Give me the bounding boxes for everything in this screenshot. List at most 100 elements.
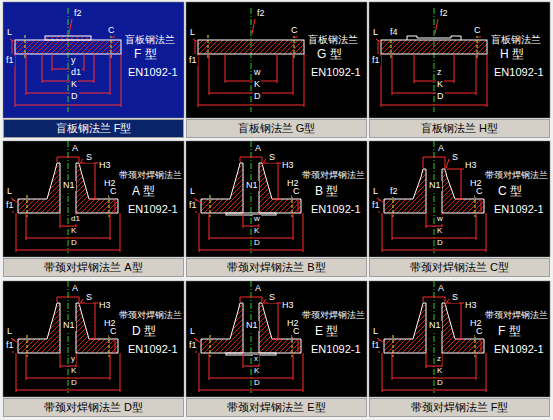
drawing-title: 盲板钢法兰 <box>124 34 176 45</box>
flange-drawing <box>186 141 367 257</box>
dimension-letter: N1 <box>62 321 76 331</box>
dimension-letter: K <box>70 367 77 376</box>
dimension-letter: w <box>253 68 262 78</box>
thumbnail-caption: 带颈对焊钢法兰 C型 <box>369 258 550 277</box>
dimension-letter: f2 <box>73 9 83 19</box>
drawing-title: E 型 <box>314 325 339 338</box>
caption-text: 带颈对焊钢法兰 B型 <box>227 261 325 273</box>
dimension-letter: A <box>437 144 445 154</box>
dimension-letter: H3 <box>464 161 478 171</box>
drawing-title: 盲板钢法兰 <box>490 34 542 45</box>
drawing-title: A 型 <box>131 185 156 198</box>
drawing-title: F 型 <box>497 325 522 338</box>
dimension-letter: w <box>253 215 261 224</box>
dimension-letter: w <box>436 215 444 224</box>
dimension-letter: D <box>70 239 78 248</box>
drawing-title: C 型 <box>497 185 523 198</box>
flange-drawing <box>3 2 184 118</box>
dimension-letter: f2 <box>256 9 266 19</box>
dimension-letter: y <box>70 56 77 66</box>
drawing-title: 带颈对焊钢法兰 <box>484 311 549 321</box>
caption-text: 带颈对焊钢法兰 A型 <box>44 261 142 273</box>
thumbnail-caption: 盲板钢法兰 G型 <box>186 119 367 138</box>
drawing-title: EN1092-1 <box>310 66 362 78</box>
dimension-letter: f1 <box>371 341 381 351</box>
dimension-letter: f1 <box>188 341 198 351</box>
dimension-letter: C <box>292 187 301 197</box>
dimension-letter: N1 <box>245 321 259 331</box>
dimension-letter: D <box>436 239 444 248</box>
dimension-letter: A <box>254 284 262 294</box>
dimension-letter: D <box>70 92 79 102</box>
dimension-letter: N1 <box>62 181 76 191</box>
dimension-letter: C <box>292 327 301 337</box>
dimension-letter: d1 <box>70 68 82 78</box>
flange-drawing <box>369 2 550 118</box>
drawing-title: EN1092-1 <box>310 203 362 215</box>
dimension-letter: K <box>70 227 77 236</box>
drawing-title: G 型 <box>316 48 343 61</box>
dimension-letter: L <box>372 28 379 38</box>
drawing-title: EN1092-1 <box>127 343 179 355</box>
dimension-letter: N1 <box>428 181 442 191</box>
drawing-title: D 型 <box>131 325 157 338</box>
flange-drawing <box>3 281 184 397</box>
dimension-letter: D <box>436 92 445 102</box>
thumbnail-caption: 盲板钢法兰 F型 <box>3 119 184 138</box>
dimension-letter: y <box>70 355 76 364</box>
dimension-letter: K <box>253 227 260 236</box>
dimension-letter: H3 <box>281 161 295 171</box>
thumbnail-caption: 带颈对焊钢法兰 D型 <box>3 398 184 417</box>
dimension-letter: K <box>253 80 261 90</box>
dimension-letter: K <box>70 80 78 90</box>
dimension-letter: K <box>436 367 443 376</box>
dimension-letter: S <box>85 293 93 303</box>
dimension-letter: A <box>437 284 445 294</box>
caption-text: 盲板钢法兰 F型 <box>56 122 132 134</box>
dimension-letter: L <box>6 28 13 38</box>
dimension-letter: H3 <box>281 301 295 311</box>
dimension-letter: f4 <box>389 28 399 38</box>
drawing-title: 带颈对焊钢法兰 <box>118 171 183 181</box>
caption-text: 带颈对焊钢法兰 F型 <box>411 401 509 413</box>
dimension-letter: f1 <box>5 341 15 351</box>
dimension-letter: C <box>290 26 299 36</box>
dimension-letter: L <box>189 28 196 38</box>
dimension-letter: f2 <box>389 187 399 197</box>
drawing-title: EN1092-1 <box>493 343 545 355</box>
flange-drawing <box>186 2 367 118</box>
flange-drawing <box>369 281 550 397</box>
drawing-title: EN1092-1 <box>127 66 179 78</box>
flange-drawing <box>369 141 550 257</box>
dimension-letter: C <box>473 26 482 36</box>
dimension-letter: H3 <box>98 161 112 171</box>
dimension-letter: C <box>109 327 118 337</box>
dimension-letter: C <box>109 187 118 197</box>
dimension-letter: d1 <box>70 215 81 224</box>
thumbnail-caption: 盲板钢法兰 H型 <box>369 119 550 138</box>
dimension-letter: S <box>85 153 93 163</box>
drawing-title: 带颈对焊钢法兰 <box>118 311 183 321</box>
caption-text: 盲板钢法兰 H型 <box>421 122 498 134</box>
drawing-title: B 型 <box>314 185 339 198</box>
dimension-letter: K <box>436 80 444 90</box>
drawing-title: EN1092-1 <box>127 203 179 215</box>
drawing-title: EN1092-1 <box>310 343 362 355</box>
dimension-letter: A <box>71 284 79 294</box>
dimension-letter: f1 <box>188 56 198 66</box>
dimension-letter: L <box>189 187 196 197</box>
thumbnail-caption: 带颈对焊钢法兰 E型 <box>186 398 367 417</box>
thumbnail-caption: 带颈对焊钢法兰 A型 <box>3 258 184 277</box>
drawing-title: 带颈对焊钢法兰 <box>301 171 366 181</box>
dimension-letter: f1 <box>5 201 15 211</box>
dimension-letter: N1 <box>428 321 442 331</box>
drawing-title: EN1092-1 <box>493 203 545 215</box>
drawing-title: 带颈对焊钢法兰 <box>301 311 366 321</box>
dimension-letter: D <box>436 379 444 388</box>
dimension-letter: S <box>451 293 459 303</box>
dimension-letter: H3 <box>464 301 478 311</box>
dimension-letter: L <box>372 187 379 197</box>
caption-text: 带颈对焊钢法兰 C型 <box>410 261 509 273</box>
dimension-letter: S <box>451 153 459 163</box>
